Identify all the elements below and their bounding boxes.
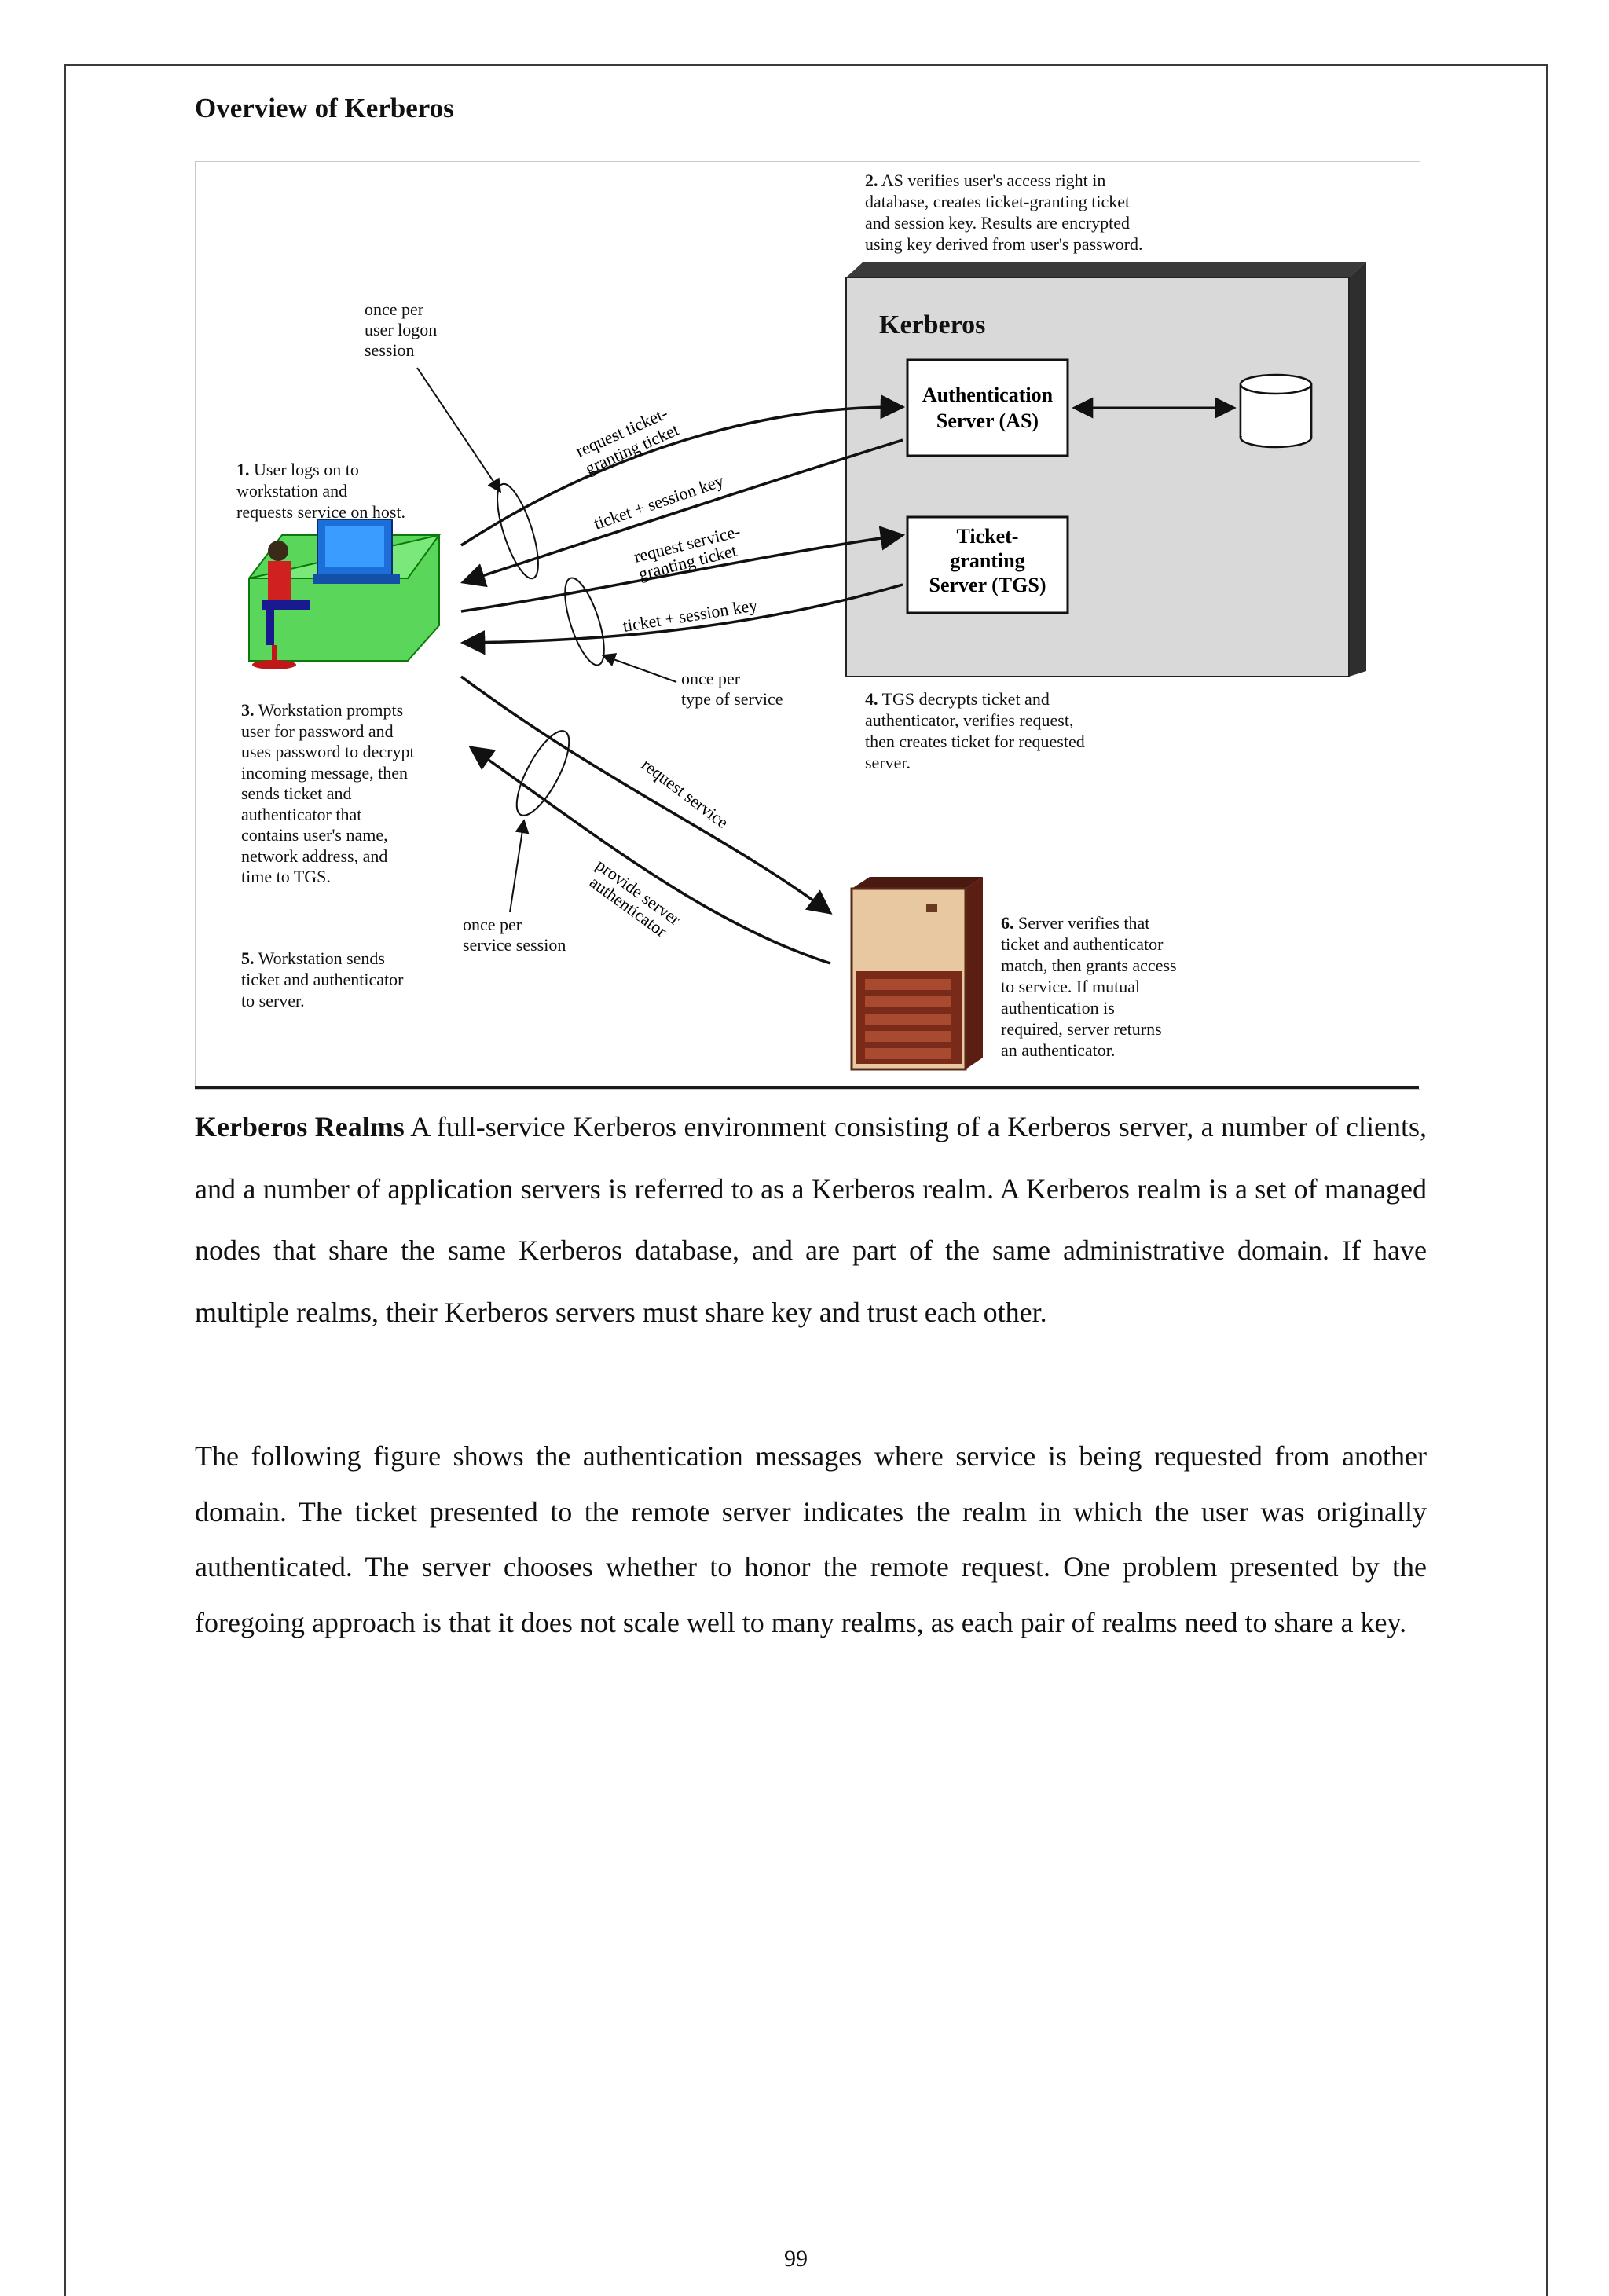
kerberos-diagram: Kerberos Authentication Server (AS) Tick… <box>248 262 1366 1071</box>
tgs-label-line3: Server (TGS) <box>929 574 1046 596</box>
service-type-pointer <box>601 653 677 683</box>
step-3-line: Workstation prompts <box>254 700 404 720</box>
service-session-ellipse <box>515 730 570 816</box>
tgs-label-line2: granting <box>950 549 1024 572</box>
arrow-provide-server-authenticator <box>468 746 831 965</box>
step-5-line: to server. <box>241 991 305 1010</box>
logon-session-ellipse <box>497 482 539 580</box>
figure-bottom-rule <box>195 1086 1419 1089</box>
kerberos-label: Kerberos <box>879 310 985 339</box>
realms-heading: Kerberos Realms <box>195 1111 405 1142</box>
step-3-line: time to TGS. <box>241 867 331 886</box>
server-icon <box>850 877 983 1071</box>
once-service-type-line: once per <box>681 669 741 688</box>
tgs-label-line1: Ticket- <box>957 525 1019 548</box>
arrow-ticket-session-key-2 <box>460 583 903 655</box>
page-frame <box>64 64 1548 2296</box>
step-3-number: 3. <box>241 700 255 720</box>
service-type-ellipse <box>564 577 605 666</box>
step-3-line: contains user's name, <box>241 825 388 845</box>
kerberos-box-depth <box>1349 262 1366 677</box>
step-4-line: TGS decrypts ticket and <box>878 689 1050 709</box>
step-6-line: authentication is <box>1001 998 1115 1018</box>
arrow-request-service <box>460 675 833 915</box>
step-4-line: server. <box>865 753 911 772</box>
once-per-service-type-note: once per type of service <box>681 669 783 710</box>
step-6-line: ticket and authenticator <box>1001 934 1164 954</box>
step-6-line: required, server returns <box>1001 1019 1162 1039</box>
workstation-icon <box>248 519 442 669</box>
step-4-line: then creates ticket for requested <box>865 732 1085 751</box>
step-5-note: 5. Workstation sends ticket and authenti… <box>241 948 403 1011</box>
once-logon-line: user logon <box>365 320 438 339</box>
step-3-line: network address, and <box>241 845 388 866</box>
step-3-line: sends ticket and <box>241 783 352 803</box>
once-per-logon-note: once per user logon session <box>365 299 437 361</box>
step-3-line: uses password to decrypt <box>241 742 415 761</box>
database-icon <box>1239 373 1313 449</box>
arrow-ticket-session-key-1 <box>460 438 903 588</box>
step-2-number: 2. <box>865 171 878 190</box>
as-label-line2: Server (AS) <box>936 409 1039 432</box>
step-4-line: authenticator, verifies request, <box>865 710 1074 730</box>
step-1-line: requests service on host. <box>236 502 406 522</box>
step-6-number: 6. <box>1001 913 1014 933</box>
ticket-granting-server-box <box>906 515 1069 614</box>
following-figure-paragraph: The following figure shows the authentic… <box>195 1440 1427 1638</box>
step-2-note: 2. AS verifies user's access right in da… <box>865 170 1142 255</box>
once-service-session-line: service session <box>463 935 566 955</box>
once-logon-line: once per <box>365 299 424 319</box>
step-5-number: 5. <box>241 948 255 968</box>
step-1-note: 1. User logs on to workstation and reque… <box>236 459 405 523</box>
arrow-request-sgt <box>460 526 906 613</box>
authentication-server-box <box>906 358 1069 457</box>
kerberos-overview-figure: Kerberos Authentication Server (AS) Tick… <box>195 161 1420 1090</box>
step-3-note: 3. Workstation prompts user for password… <box>241 700 415 888</box>
step-2-line: and session key. Results are encrypted <box>865 213 1131 233</box>
step-2-line: using key derived from user's password. <box>865 234 1143 254</box>
step-5-line: ticket and authenticator <box>241 970 404 989</box>
step-6-note: 6. Server verifies that ticket and authe… <box>1001 912 1177 1061</box>
step-3-line: incoming message, then <box>241 762 409 783</box>
step-1-line: workstation and <box>236 481 348 501</box>
step-4-number: 4. <box>865 689 878 709</box>
realms-text: A full-service Kerberos environment cons… <box>195 1111 1427 1328</box>
page-title: Overview of Kerberos <box>195 93 454 123</box>
step-3-line: authenticator that <box>241 804 362 824</box>
once-service-session-line: once per <box>463 915 522 934</box>
step-2-line: AS verifies user's access right in <box>878 171 1106 190</box>
step-5-line: Workstation sends <box>254 948 385 968</box>
service-session-pointer <box>509 819 530 913</box>
kerberos-realms-paragraph: Kerberos Realms A full-service Kerberos … <box>195 1096 1427 1343</box>
once-service-type-line: type of service <box>681 689 783 709</box>
step-6-line: match, then grants access <box>1001 955 1177 975</box>
step-2-line: database, creates ticket-granting ticket <box>865 192 1131 211</box>
step-1-line: User logs on to <box>249 460 359 479</box>
page-number: 99 <box>784 2246 808 2272</box>
once-per-service-session-note: once per service session <box>463 915 566 955</box>
once-logon-line: session <box>365 340 415 360</box>
step-6-line: an authenticator. <box>1001 1040 1116 1060</box>
step-4-note: 4. TGS decrypts ticket and authenticator… <box>865 688 1085 773</box>
arrow-request-tgt <box>460 394 906 547</box>
step-6-line: Server verifies that <box>1013 913 1150 933</box>
kerberos-box-top <box>846 262 1366 277</box>
step-6-line: to service. If mutual <box>1001 977 1141 996</box>
logon-pointer <box>416 367 502 493</box>
as-label-line1: Authentication <box>922 383 1054 406</box>
step-3-line: user for password and <box>241 721 394 741</box>
step-1-number: 1. <box>236 460 250 479</box>
